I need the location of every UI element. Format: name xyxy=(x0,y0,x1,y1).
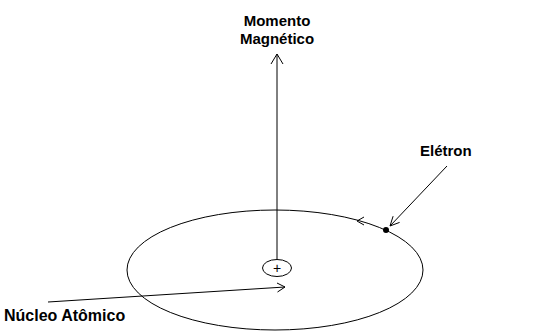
text-label: Núcleo Atômico xyxy=(4,306,125,325)
electron-dot xyxy=(383,227,389,233)
nucleus-circle: + xyxy=(262,259,292,277)
leader-line xyxy=(48,287,285,302)
electron-orbit xyxy=(127,210,423,330)
charge-sign: + xyxy=(262,260,292,276)
moment-arrow-shaft xyxy=(277,54,278,259)
text-label: Elétron xyxy=(420,142,472,160)
leader-arrow-head xyxy=(277,283,285,292)
text-label: Momento Magnético xyxy=(240,12,314,48)
leader-line xyxy=(390,166,447,226)
orbit-direction-mark xyxy=(357,217,364,225)
leader-arrow-head xyxy=(390,216,400,226)
moment-arrow-head xyxy=(271,54,283,64)
nucleus-ellipse xyxy=(263,260,292,277)
